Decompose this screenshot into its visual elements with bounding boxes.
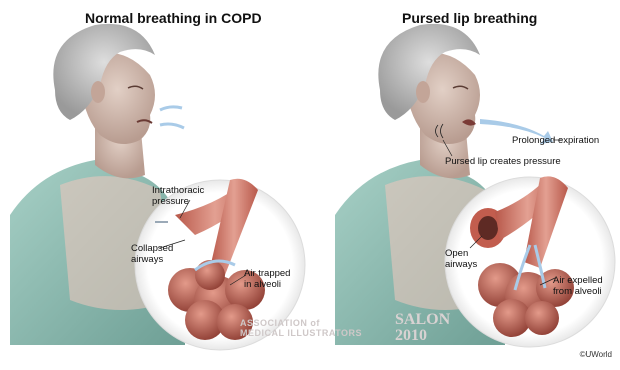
label-intrathoracic-line2: pressure: [152, 196, 204, 207]
watermark-ami-line1: ASSOCIATION of: [240, 318, 362, 328]
watermark-salon: SALON 2010: [395, 312, 450, 344]
label-open-line2: airways: [445, 259, 477, 270]
label-air-trapped: Air trapped in alveoli: [244, 268, 290, 290]
label-air-expelled-line2: from alveoli: [553, 286, 603, 297]
label-intrathoracic-line1: Intrathoracic: [152, 185, 204, 196]
right-open-airway-lumen: [478, 216, 498, 240]
label-collapsed-line2: airways: [131, 254, 173, 265]
watermark-salon-line1: SALON: [395, 312, 450, 328]
label-open-line1: Open: [445, 248, 477, 259]
label-prolonged-expiration: Prolonged expiration: [512, 135, 599, 146]
watermark-salon-line2: 2010: [395, 328, 450, 344]
watermark-ami: ASSOCIATION of MEDICAL ILLUSTRATORS: [240, 318, 362, 338]
label-air-trapped-line1: Air trapped: [244, 268, 290, 279]
left-panel-title: Normal breathing in COPD: [85, 10, 262, 26]
right-panel-title: Pursed lip breathing: [402, 10, 537, 26]
label-collapsed-airways: Collapsed airways: [131, 243, 173, 265]
left-ear: [91, 81, 105, 103]
label-air-trapped-line2: in alveoli: [244, 279, 290, 290]
label-intrathoracic-pressure: Intrathoracic pressure: [152, 185, 204, 207]
right-panel: [335, 24, 615, 347]
credit-label: ©UWorld: [580, 350, 612, 359]
watermark-ami-line2: MEDICAL ILLUSTRATORS: [240, 328, 362, 338]
right-ear: [416, 81, 430, 103]
label-open-airways: Open airways: [445, 248, 477, 270]
label-air-expelled-line1: Air expelled: [553, 275, 603, 286]
label-collapsed-line1: Collapsed: [131, 243, 173, 254]
label-air-expelled: Air expelled from alveoli: [553, 275, 603, 297]
left-airflow-arrow-2: [160, 124, 184, 128]
left-airflow-arrow-1: [160, 107, 182, 110]
label-pursed-lip: Pursed lip creates pressure: [445, 156, 561, 167]
